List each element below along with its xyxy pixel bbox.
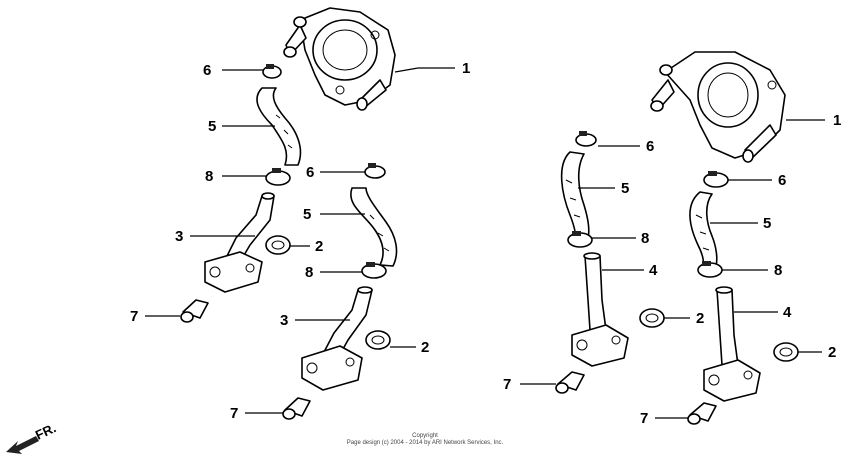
assembly-b (555, 51, 799, 425)
fuel-pump-a[interactable] (283, 7, 396, 111)
callout-2[interactable]: 2 (421, 339, 429, 356)
bolt-a2[interactable] (282, 397, 311, 420)
hose-clamp-a4[interactable] (361, 262, 387, 279)
callout-7[interactable]: 7 (640, 410, 648, 427)
fuel-joint-b2[interactable] (703, 286, 761, 402)
callout-4[interactable]: 4 (783, 304, 792, 321)
callout-5[interactable]: 5 (303, 206, 311, 223)
fuel-hose-b1[interactable] (560, 151, 590, 239)
hose-clamp-a1[interactable] (262, 64, 282, 79)
callout-2[interactable]: 2 (315, 238, 323, 255)
callout-2[interactable]: 2 (828, 344, 836, 361)
callout-1[interactable]: 1 (462, 60, 470, 77)
hose-clamp-b3[interactable] (703, 171, 729, 188)
hose-clamp-a2[interactable] (265, 168, 291, 186)
bolt-b1[interactable] (555, 371, 585, 394)
callout-4[interactable]: 4 (649, 262, 658, 279)
callout-8[interactable]: 8 (641, 230, 649, 247)
callout-3[interactable]: 3 (175, 228, 183, 245)
callout-6[interactable]: 6 (778, 172, 786, 189)
callout-6[interactable]: 6 (646, 138, 654, 155)
callout-8[interactable]: 8 (774, 262, 782, 279)
arrow-icon (6, 436, 39, 454)
callout-7[interactable]: 7 (130, 308, 138, 325)
callout-8[interactable]: 8 (305, 264, 313, 281)
hose-clamp-b4[interactable] (697, 261, 723, 278)
callout-7[interactable]: 7 (503, 376, 511, 393)
callout-7[interactable]: 7 (230, 405, 238, 422)
fuel-hose-a1[interactable] (256, 87, 302, 166)
callout-5[interactable]: 5 (621, 180, 629, 197)
leader-lines (145, 67, 825, 419)
o-ring-a1[interactable] (265, 235, 291, 255)
copyright-line-1: Copyright (412, 433, 438, 439)
o-ring-b2[interactable] (773, 342, 799, 362)
callout-8[interactable]: 8 (205, 168, 213, 185)
callout-5[interactable]: 5 (763, 215, 771, 232)
fuel-hose-a2[interactable] (350, 187, 398, 267)
bolt-b2[interactable] (687, 402, 717, 425)
o-ring-b1[interactable] (639, 308, 665, 328)
callout-3[interactable]: 3 (280, 312, 288, 329)
callout-5[interactable]: 5 (208, 118, 216, 135)
fuel-joint-a1[interactable] (204, 192, 275, 293)
fuel-joint-b1[interactable] (571, 252, 629, 367)
callout-2[interactable]: 2 (696, 310, 704, 327)
assembly-a (180, 7, 398, 420)
o-ring-a2[interactable] (365, 330, 391, 350)
callout-6[interactable]: 6 (306, 164, 314, 181)
hose-clamp-a3[interactable] (364, 163, 386, 179)
copyright-line-2: Page design (c) 2004 - 2014 by ARI Netwo… (346, 440, 504, 446)
fuel-pump-b[interactable] (650, 51, 786, 163)
bolt-a1[interactable] (180, 299, 209, 323)
hose-clamp-b2[interactable] (567, 231, 593, 248)
callout-6[interactable]: 6 (203, 62, 211, 79)
fuel-joint-a2[interactable] (301, 286, 373, 391)
hose-clamp-b1[interactable] (575, 131, 597, 147)
callouts: 1 6 5 8 3 2 7 6 5 8 3 2 7 1 6 5 8 4 2 7 … (130, 60, 841, 427)
fuel-hose-b2[interactable] (689, 191, 718, 267)
callout-1[interactable]: 1 (833, 112, 841, 129)
